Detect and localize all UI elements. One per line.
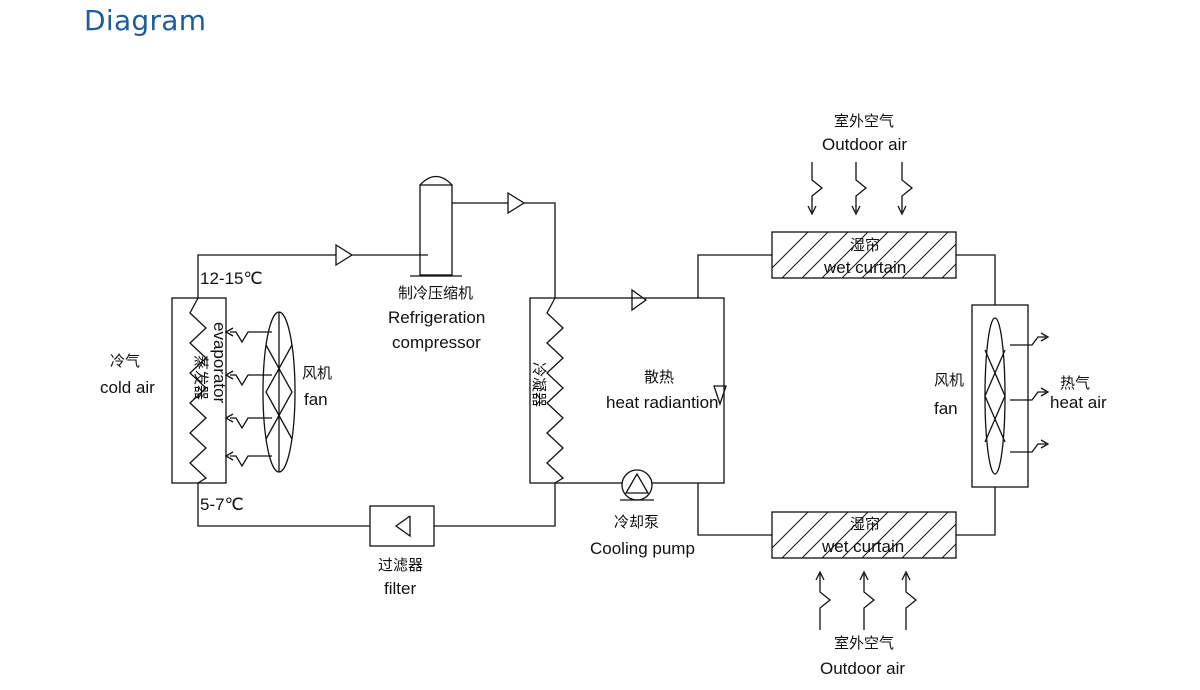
temp-inlet-label: 12-15℃ bbox=[200, 269, 263, 288]
hot-air-cn-label: 热气 bbox=[1060, 374, 1090, 392]
outdoor-bottom-cn-label: 室外空气 bbox=[834, 634, 894, 652]
flow-arrows bbox=[335, 191, 727, 407]
condenser-cn-label: 冷凝器 bbox=[530, 362, 548, 407]
evaporator-en-label: evaporator bbox=[210, 322, 229, 404]
right-fan-cn-label: 风机 bbox=[934, 371, 964, 389]
compressor-cn-label: 制冷压缩机 bbox=[398, 284, 473, 302]
wet-curtain-bottom bbox=[771, 511, 957, 559]
wet-curtain-top bbox=[771, 231, 957, 279]
filter-en-label: filter bbox=[384, 579, 416, 598]
heat-radiation-cn-label: 散热 bbox=[644, 368, 674, 386]
right-fan bbox=[971, 304, 1029, 488]
outdoor-air-arrows-bottom bbox=[815, 570, 918, 630]
outdoor-top-cn-label: 室外空气 bbox=[834, 112, 894, 130]
cold-air-cn-label: 冷气 bbox=[110, 352, 140, 370]
page-heading: Diagram bbox=[84, 4, 207, 37]
temp-outlet-label: 5-7℃ bbox=[200, 495, 244, 514]
refrigerant-pipes bbox=[197, 202, 556, 527]
cooling-pump bbox=[620, 469, 654, 501]
pump-en-label: Cooling pump bbox=[590, 539, 695, 558]
hot-air-en-label: heat air bbox=[1050, 393, 1107, 412]
curtain-top-en-label: wet curtain bbox=[823, 258, 906, 277]
cooling-water-pipes bbox=[697, 254, 996, 536]
filter-cn-label: 过滤器 bbox=[378, 556, 423, 574]
left-fan-cn-label: 风机 bbox=[302, 364, 332, 382]
evaporator-airflow-arrows bbox=[224, 327, 272, 468]
outdoor-top-en-label: Outdoor air bbox=[822, 135, 907, 154]
condenser bbox=[529, 297, 725, 484]
right-fan-en-label: fan bbox=[934, 399, 958, 418]
left-fan bbox=[262, 311, 296, 473]
compressor-en2-label: compressor bbox=[392, 333, 481, 352]
outdoor-air-arrows-top bbox=[807, 162, 914, 216]
curtain-bottom-cn-label: 湿帘 bbox=[850, 515, 880, 533]
evaporator-cn-label: 蒸发器 bbox=[192, 355, 210, 400]
evaporator bbox=[171, 297, 272, 484]
compressor bbox=[410, 175, 462, 277]
outdoor-bottom-en-label: Outdoor air bbox=[820, 659, 905, 678]
hot-air-arrows bbox=[1010, 332, 1050, 453]
curtain-top-cn-label: 湿帘 bbox=[850, 236, 880, 254]
left-fan-en-label: fan bbox=[304, 390, 328, 409]
curtain-bottom-en-label: wet curtain bbox=[821, 537, 904, 556]
cold-air-en-label: cold air bbox=[100, 378, 155, 397]
filter bbox=[369, 505, 435, 547]
heat-radiation-en-label: heat radiantion bbox=[606, 393, 718, 412]
compressor-en1-label: Refrigeration bbox=[388, 308, 485, 327]
pump-cn-label: 冷却泵 bbox=[614, 513, 659, 531]
